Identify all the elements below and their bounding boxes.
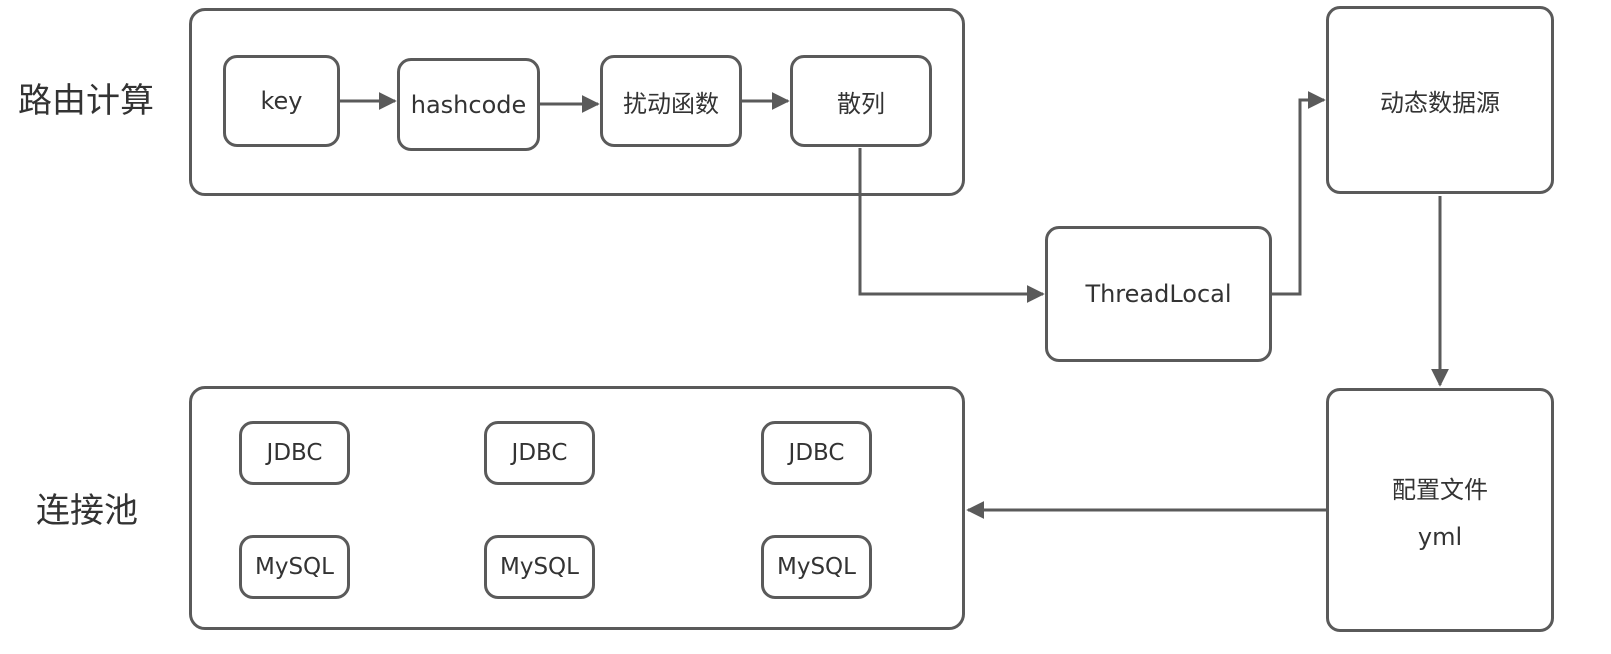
hashcode-node: hashcode [397, 58, 540, 151]
threadlocal-node-label: ThreadLocal [1085, 280, 1232, 308]
jdbc-node-2-label: JDBC [511, 440, 568, 466]
hash-node-label: 散列 [837, 89, 885, 118]
hashcode-node-label: hashcode [410, 90, 527, 119]
key-node-label: key [260, 87, 303, 115]
key-node: key [223, 55, 340, 147]
mysql-node-3-label: MySQL [777, 554, 856, 580]
dynamic-datasource-node: 动态数据源 [1326, 6, 1554, 194]
mysql-node-1-label: MySQL [255, 554, 334, 580]
routing-label: 路由计算 [18, 81, 154, 121]
routing-group [189, 8, 965, 196]
mysql-node-2: MySQL [484, 535, 595, 599]
arrow-threadlocal-to-datasource [1272, 91, 1326, 296]
perturb-function-node: 扰动函数 [600, 55, 742, 147]
pool-label: 连接池 [36, 491, 138, 531]
perturb-function-node-label: 扰动函数 [623, 89, 719, 118]
hash-node: 散列 [790, 55, 932, 147]
jdbc-node-3: JDBC [761, 421, 872, 485]
mysql-node-1: MySQL [239, 535, 350, 599]
mysql-node-2-label: MySQL [500, 554, 579, 580]
threadlocal-node: ThreadLocal [1045, 226, 1272, 362]
arrow-hash-to-threadlocal [858, 148, 1045, 303]
jdbc-node-1: JDBC [239, 421, 350, 485]
config-file-node: 配置文件 yml [1326, 388, 1554, 632]
dynamic-datasource-node-label: 动态数据源 [1380, 88, 1500, 117]
jdbc-node-1-label: JDBC [266, 440, 323, 466]
jdbc-node-2: JDBC [484, 421, 595, 485]
jdbc-node-3-label: JDBC [788, 440, 845, 466]
config-file-title: 配置文件 [1392, 475, 1488, 504]
config-file-subtitle: yml [1417, 522, 1463, 551]
connection-pool-group [189, 386, 965, 630]
mysql-node-3: MySQL [761, 535, 872, 599]
